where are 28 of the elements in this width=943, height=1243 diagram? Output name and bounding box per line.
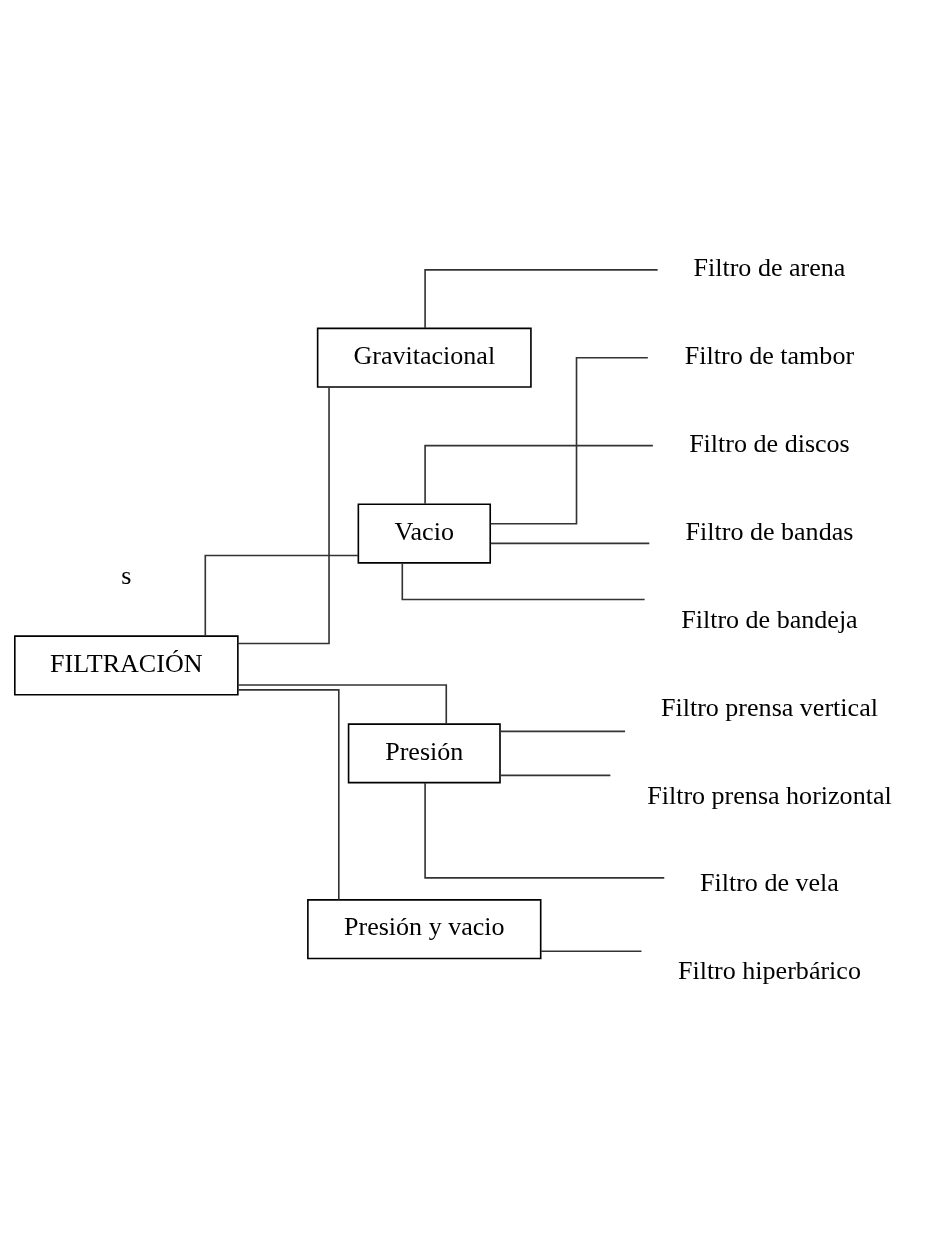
node-text: Filtro de tambor: [684, 340, 855, 370]
connector: [401, 562, 646, 601]
node-box: Presión y vacio: [307, 899, 542, 960]
node-text: Filtro hiperbárico: [677, 956, 861, 986]
node-text: Filtro prensa horizontal: [647, 780, 892, 810]
connector: [237, 689, 340, 901]
connector: [499, 730, 626, 733]
node-text: Filtro de bandeja: [681, 604, 858, 634]
node-box: FILTRACIÓN: [14, 635, 239, 696]
connector: [204, 554, 359, 637]
node-text: Filtro de vela: [700, 868, 839, 898]
node-text: Filtro de arena: [693, 253, 846, 283]
connector: [540, 950, 643, 952]
connector: [489, 356, 649, 525]
connector: [424, 269, 659, 329]
label: s: [121, 560, 132, 590]
connector: [237, 684, 448, 725]
node-box: Gravitacional: [316, 327, 532, 388]
node-box: Presión: [347, 723, 501, 784]
node-text: Filtro prensa vertical: [660, 692, 878, 722]
connector: [424, 444, 654, 505]
node-text: Filtro de bandas: [685, 516, 854, 546]
node-text: Filtro de discos: [689, 428, 850, 458]
connector: [424, 782, 666, 879]
node-box: Vacio: [357, 503, 492, 564]
connector: [499, 774, 612, 777]
connector: [237, 386, 330, 645]
connector: [490, 542, 651, 545]
